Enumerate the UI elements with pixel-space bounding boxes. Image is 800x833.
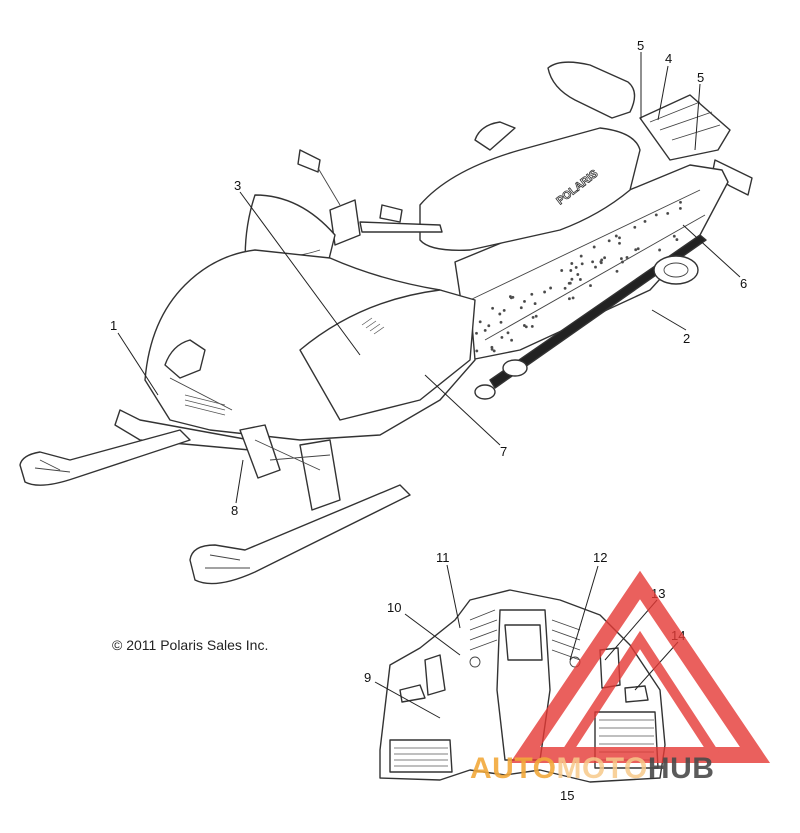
tunnel-rivet [619,257,623,261]
tunnel-rivet [560,269,564,272]
tunnel-rivet [502,308,506,312]
tunnel-rivet [618,241,621,245]
tunnel-rivet [615,269,619,273]
callout-15: 15 [560,788,574,803]
tunnel-rivet [634,248,638,252]
tunnel-rivet [599,261,603,265]
callout-5-right: 5 [697,70,704,85]
tunnel-rivet [675,238,679,242]
tunnel-rivet [534,314,538,318]
callout-9: 9 [364,670,371,685]
watermark-auto: AUTO [470,752,557,785]
tunnel-rivet [589,284,592,288]
tunnel-rivet [530,324,534,328]
tunnel-rivet [574,265,578,269]
tunnel-rivet [636,247,640,251]
tunnel-rivet [523,299,526,303]
tunnel-rivet [563,286,567,290]
callout-5-left: 5 [637,38,644,53]
tunnel-rivet [658,248,662,252]
callout-1: 1 [110,318,117,333]
tunnel-rivet [522,324,526,327]
callout-11: 11 [436,550,450,565]
tunnel-rivet [498,312,502,316]
tunnel-rivet [567,281,571,285]
underside-detail-view [379,589,666,783]
tunnel-rivet [591,260,595,264]
tunnel-rivet [530,292,534,296]
tunnel-rivet [666,211,670,215]
tunnel-rivet [570,262,574,265]
tunnel-rivet [569,269,573,272]
callout-leaders [117,52,741,719]
tunnel-rivet [510,338,514,342]
tunnel-rivet [492,349,496,353]
tunnel-rivet [567,297,571,301]
tunnel-rivet [475,331,478,335]
tunnel-rivet [508,295,512,299]
tunnel-rivet [672,234,676,238]
tunnel-rivet [499,320,503,324]
tunnel-rivet [533,302,537,306]
tunnel-rivet [576,273,580,276]
snowmobile-illustration: POLARIS [19,61,753,585]
tunnel-rivet [549,286,553,290]
tunnel-rivet [679,200,682,204]
watermark-logo-icon [509,570,771,763]
tunnel-rivet [633,225,637,229]
tunnel-rivet [603,256,607,260]
tunnel-rivet [625,256,629,259]
tunnel-rivet [643,219,647,223]
tunnel-rivet [500,335,504,339]
callout-6: 6 [740,276,747,291]
callout-3: 3 [234,178,241,193]
tunnel-rivet [487,324,491,328]
tunnel-rivet [483,328,487,332]
tunnel-rivet [519,306,523,310]
tunnel-rivet [543,290,547,294]
tunnel-rivet [678,206,682,210]
tunnel-rivet [621,260,624,264]
callout-7: 7 [500,444,507,459]
watermark-moto: MOTO [556,752,648,785]
tunnel-rivet [490,347,494,351]
tunnel-rivet [531,315,535,319]
tunnel-rivet [654,213,658,217]
tunnel-rivet [607,239,611,243]
tunnel-rivet [580,262,584,266]
callout-12: 12 [593,550,607,565]
tunnel-rivet [524,325,528,329]
callout-4: 4 [665,51,672,66]
callout-2: 2 [683,331,690,346]
watermark-text: AUTOMOTOHUB [470,752,714,786]
callout-8: 8 [231,503,238,518]
tunnel-rivet [618,236,621,240]
watermark-hub: HUB [647,752,715,785]
tunnel-rivet [614,234,618,238]
copyright-text: © 2011 Polaris Sales Inc. [112,637,269,653]
tunnel-rivet [594,265,597,269]
tunnel-rivet [506,331,510,335]
tunnel-rivet [571,296,575,300]
callout-10: 10 [387,600,401,615]
tunnel-rivet [491,306,495,310]
tunnel-rivet [579,254,583,258]
tunnel-rivet [570,277,574,281]
tunnel-rivet [475,349,479,353]
tunnel-rivet [578,278,582,281]
tunnel-rivet [478,320,482,324]
tunnel-rivet [592,245,596,249]
